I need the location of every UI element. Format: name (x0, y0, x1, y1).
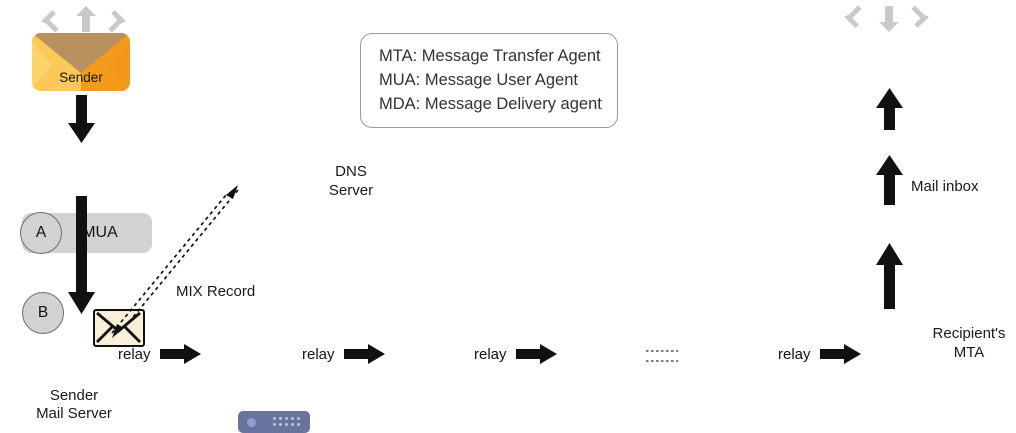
relay-arrow-3 (516, 344, 557, 364)
dns-server-label-2: Server (328, 182, 374, 199)
mail-inbox-label: Mail inbox (911, 178, 979, 195)
legend-line-mua: MUA: Message User Agent (379, 71, 578, 89)
step-badge-b: B (22, 292, 64, 334)
sender-mail-server-label-1: Sender (49, 387, 99, 404)
recipient-mta-label-2: MTA (953, 344, 985, 361)
mix-record-label: MIX Record (176, 283, 256, 300)
sender-envelope-icon: Sender (32, 33, 130, 91)
mta-chain-ellipsis-icon (646, 350, 678, 362)
recipient-mta-label-1: Recipient's (932, 325, 1006, 342)
legend-box: MTA: Message Transfer Agent MUA: Message… (360, 33, 618, 128)
dns-server-icon[interactable] (238, 411, 310, 433)
arrow-mta-to-mda (876, 243, 903, 309)
sender-mail-server-label-2: Mail Server (36, 405, 112, 422)
relay-arrow-4 (820, 344, 861, 364)
mua-label-sender: MUA (82, 224, 118, 241)
step-badge-a: A (20, 212, 62, 254)
relay-arrow-1 (160, 344, 201, 364)
arrow-mua-to-mailserver (68, 196, 95, 314)
relay-arrow-2 (344, 344, 385, 364)
relay-label-1: relay (118, 346, 151, 363)
relay-label-4: relay (778, 346, 811, 363)
arrow-mua-to-receiver (876, 88, 903, 130)
legend-line-mda: MDA: Message Delivery agent (379, 95, 602, 113)
sender-label: Sender (59, 70, 103, 85)
arrow-mda-to-mua (876, 155, 903, 205)
sender-arrows-icon (38, 4, 134, 39)
receiver-arrows-icon (841, 4, 937, 39)
dns-server-label-1: DNS (335, 163, 367, 180)
relay-label-3: relay (474, 346, 507, 363)
legend-line-mta: MTA: Message Transfer Agent (379, 47, 601, 65)
arrow-sender-to-mua (68, 95, 95, 143)
relay-label-2: relay (302, 346, 335, 363)
